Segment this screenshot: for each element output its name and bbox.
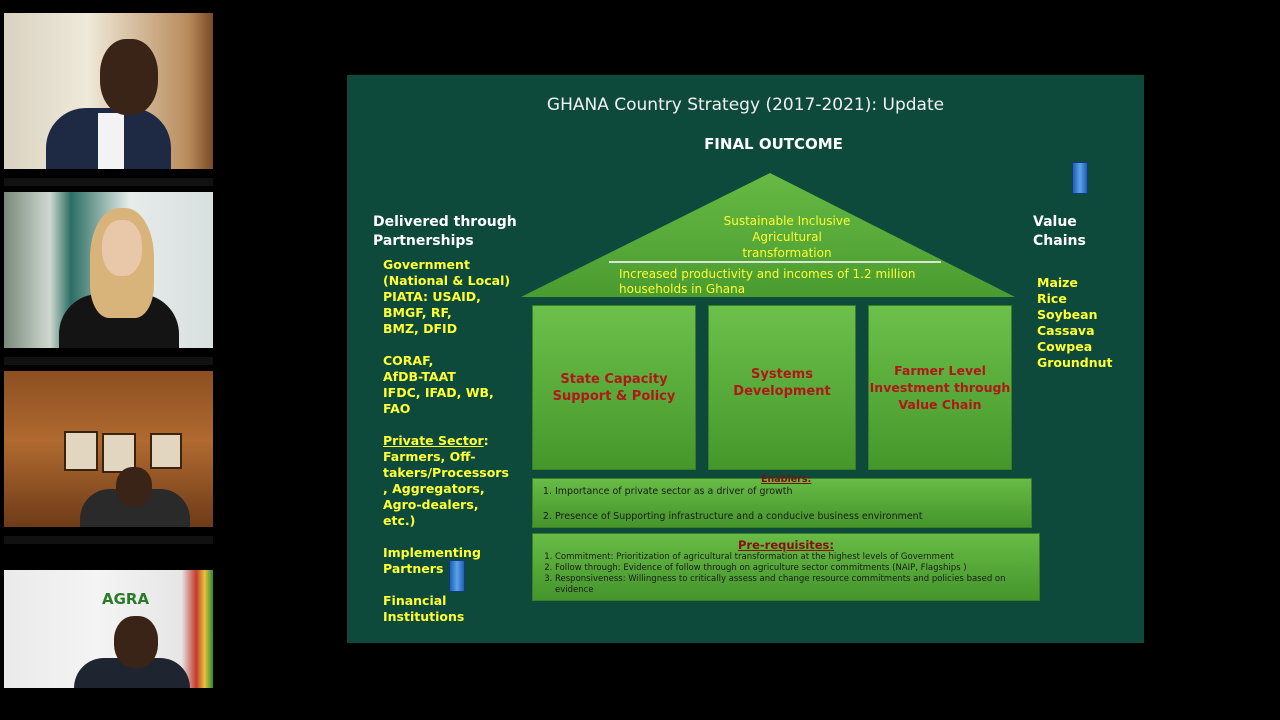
- delivered-heading: Delivered through Partnerships: [373, 214, 517, 249]
- prerequisite-item: Commitment: Prioritization of agricultur…: [555, 552, 1039, 563]
- enabler-item: Importance of private sector as a driver…: [555, 486, 1031, 497]
- prerequisites-band: Pre-requisites: Commitment: Prioritizati…: [532, 533, 1040, 601]
- presentation-slide: GHANA Country Strategy (2017-2021): Upda…: [347, 75, 1144, 643]
- prerequisites-heading: Pre-requisites:: [737, 538, 835, 552]
- value-chains-list: Maize Rice Soybean Cassava Cowpea Ground…: [1037, 275, 1113, 371]
- roof-goal: Sustainable Inclusive Agricultural trans…: [723, 214, 851, 260]
- participant-video-4[interactable]: AGRA: [4, 570, 213, 688]
- value-chains-heading: Value Chains: [1033, 214, 1086, 249]
- final-outcome-heading: FINAL OUTCOME: [704, 135, 843, 153]
- roof-target: Increased productivity and incomes of 1.…: [619, 267, 916, 296]
- participant-video-2[interactable]: [4, 192, 213, 348]
- value-chain-item: Rice: [1037, 291, 1067, 306]
- enablers-band: Enablers: Importance of private sector a…: [532, 474, 1032, 528]
- blue-marker-icon: [1072, 162, 1088, 194]
- participant-video-1[interactable]: [4, 13, 213, 169]
- value-chain-item: Cassava: [1037, 323, 1095, 338]
- partners-list: Government (National & Local) PIATA: USA…: [383, 257, 511, 624]
- enablers-heading: Enablers:: [761, 474, 812, 485]
- private-sector-label: Private Sector: [383, 433, 484, 448]
- participant-video-3[interactable]: [4, 371, 213, 527]
- value-chain-item: Cowpea: [1037, 339, 1093, 354]
- prerequisite-item: Follow through: Evidence of follow throu…: [555, 563, 1039, 574]
- blue-marker-icon: [449, 560, 465, 592]
- prerequisite-item: Responsiveness: Willingness to criticall…: [555, 574, 1039, 596]
- value-chain-item: Maize: [1037, 275, 1078, 290]
- agra-logo: AGRA: [102, 590, 150, 608]
- enabler-item: Presence of Supporting infrastructure an…: [555, 511, 1031, 522]
- slide-title: GHANA Country Strategy (2017-2021): Upda…: [546, 95, 945, 115]
- value-chain-item: Groundnut: [1037, 355, 1113, 370]
- roof-shape: [521, 173, 1015, 297]
- value-chain-item: Soybean: [1037, 307, 1098, 322]
